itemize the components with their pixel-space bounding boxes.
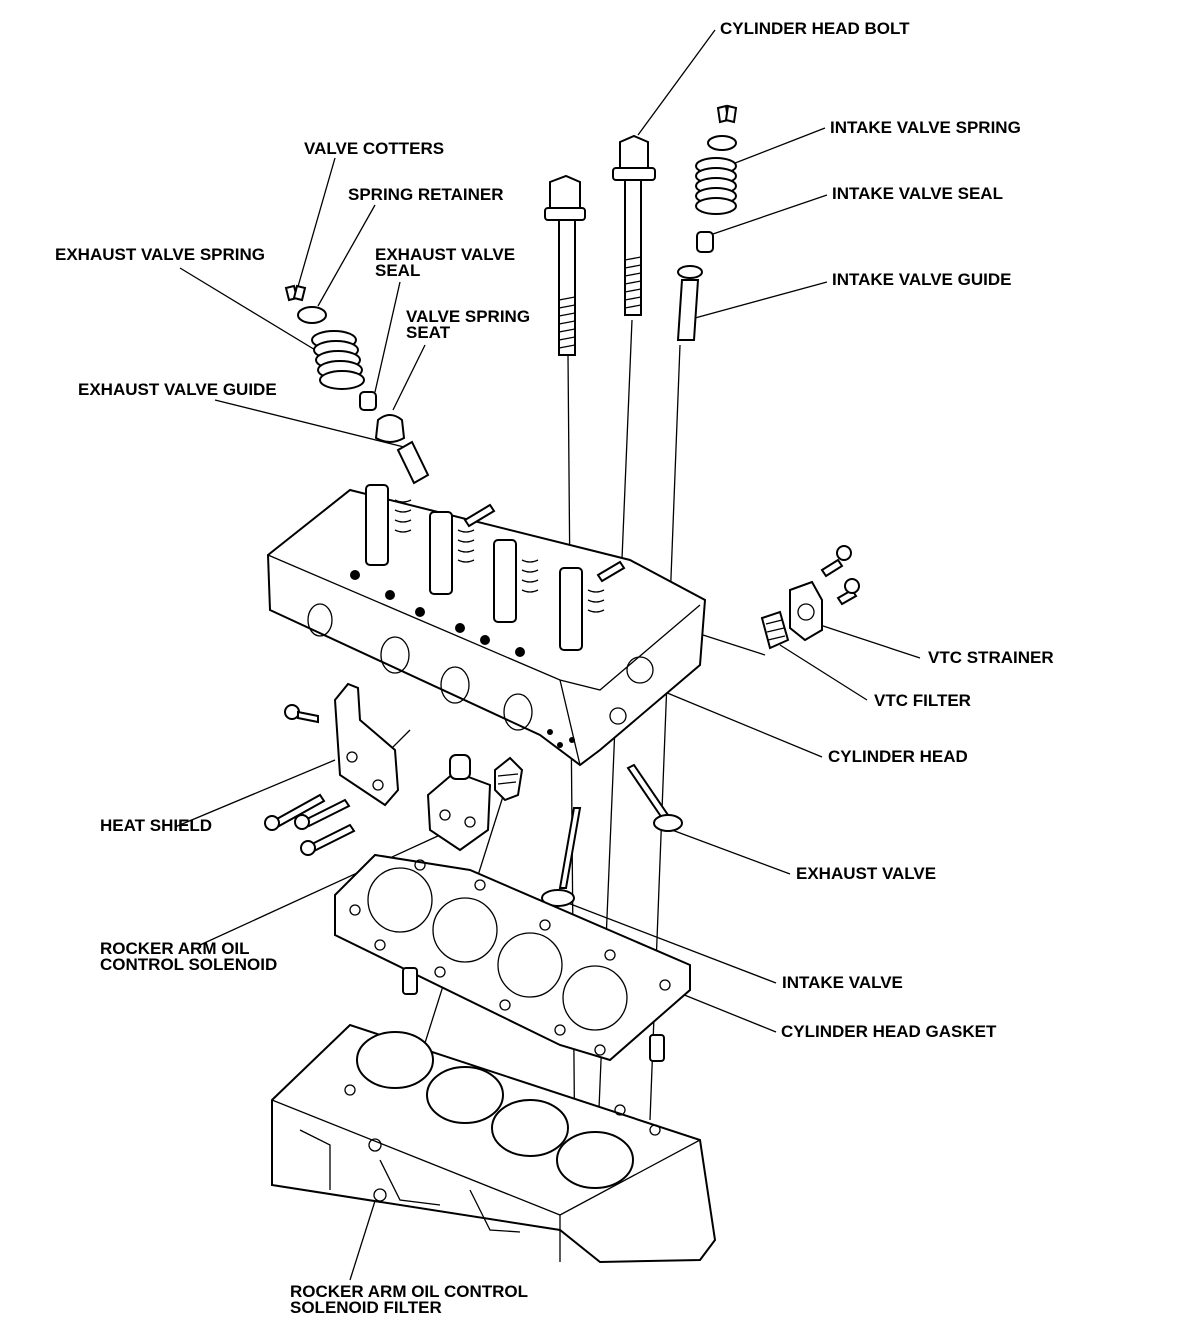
label-exhaust-valve: EXHAUST VALVE	[796, 864, 936, 883]
label-intake-valve-guide: INTAKE VALVE GUIDE	[832, 270, 1011, 289]
heat-shield-assembly	[264, 682, 400, 856]
vtc-strainer-assembly	[760, 545, 860, 650]
dowel-pin-left	[402, 967, 418, 995]
label-valve-cotters: VALVE COTTERS	[304, 139, 444, 158]
exhaust-valve-stack	[284, 284, 430, 485]
label-intake-valve: INTAKE VALVE	[782, 973, 903, 992]
valve-tubes	[365, 484, 583, 651]
label-exhaust-valve-guide: EXHAUST VALVE GUIDE	[78, 380, 277, 399]
label-vtc-strainer: VTC STRAINER	[928, 648, 1054, 667]
exhaust-valve	[626, 763, 683, 832]
intake-valve-stack	[676, 104, 738, 341]
engine-block	[271, 1023, 717, 1264]
label-heat-shield: HEAT SHIELD	[100, 816, 212, 835]
exhaust-valve-spring-coil	[311, 330, 365, 390]
label-cylinder-head-bolt: CYLINDER HEAD BOLT	[720, 19, 910, 38]
part-labels: CYLINDER HEAD BOLT INTAKE VALVE SPRING I…	[55, 19, 1054, 1317]
label-exhaust-valve-spring: EXHAUST VALVE SPRING	[55, 245, 265, 264]
rocker-arm-oil-control-solenoid-filter	[494, 756, 524, 802]
label-solenoid-filter-line2: SOLENOID FILTER	[290, 1298, 442, 1317]
cylinder-head-gasket	[334, 853, 691, 1062]
cylinder-head-bolts	[544, 134, 656, 356]
label-rocker-arm-solenoid-line1: ROCKER ARM OIL	[100, 939, 250, 958]
head-bolt-right	[612, 134, 656, 316]
label-valve-spring-seat-line1: VALVE SPRING	[406, 307, 530, 326]
label-exhaust-valve-seal-line2: SEAL	[375, 261, 420, 280]
label-spring-retainer: SPRING RETAINER	[348, 185, 504, 204]
label-cylinder-head: CYLINDER HEAD	[828, 747, 968, 766]
label-solenoid-filter-line1: ROCKER ARM OIL CONTROL	[290, 1282, 528, 1301]
label-intake-valve-spring: INTAKE VALVE SPRING	[830, 118, 1021, 137]
label-vtc-filter: VTC FILTER	[874, 691, 971, 710]
rocker-arm-oil-control-solenoid	[426, 754, 492, 852]
label-intake-valve-seal: INTAKE VALVE SEAL	[832, 184, 1003, 203]
label-valve-spring-seat-line2: SEAT	[406, 323, 451, 342]
cylinder-head	[266, 484, 707, 767]
intake-valve-spring-coil	[695, 157, 737, 215]
dowel-pin-right	[649, 1034, 665, 1062]
head-bolt-left	[544, 174, 586, 356]
label-cylinder-head-gasket: CYLINDER HEAD GASKET	[781, 1022, 997, 1041]
intake-valve	[541, 807, 582, 907]
label-exhaust-valve-seal-line1: EXHAUST VALVE	[375, 245, 515, 264]
label-rocker-arm-solenoid-line2: CONTROL SOLENOID	[100, 955, 277, 974]
